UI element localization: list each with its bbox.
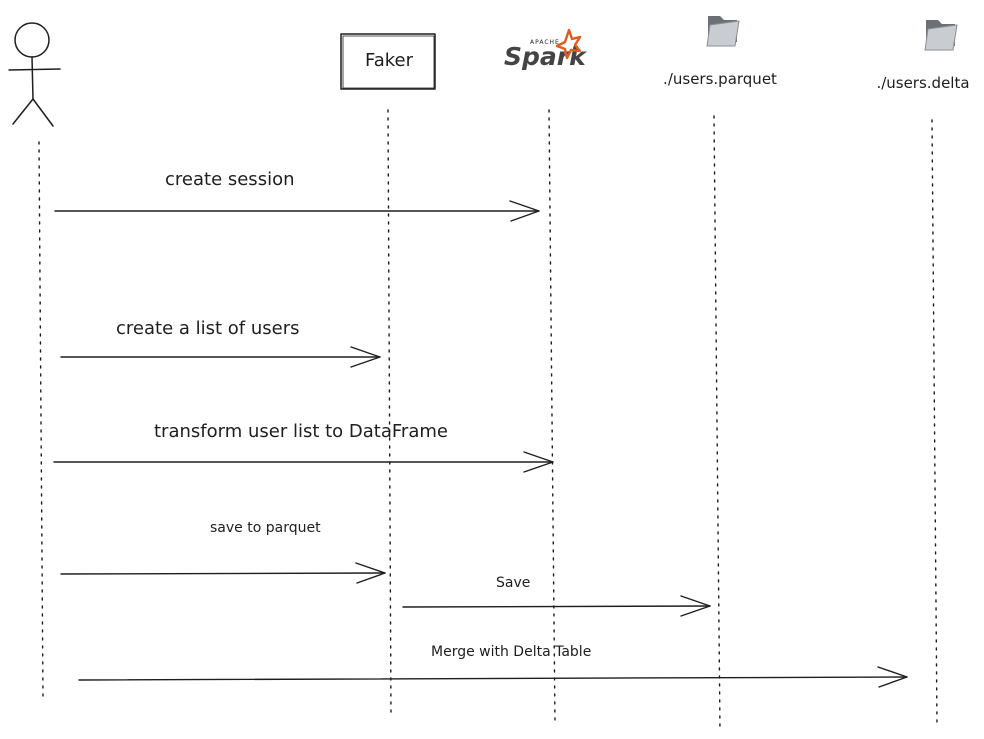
parquet-lifeline — [713, 115, 721, 732]
message-label: create session — [165, 169, 295, 190]
parquet-folder-icon — [706, 16, 740, 47]
message-label: create a list of users — [116, 318, 299, 339]
parquet-label: ./users.parquet — [663, 70, 777, 88]
faker-label: Faker — [365, 50, 414, 71]
actor-stick-figure-icon — [8, 22, 61, 127]
message-merge-delta: Merge with Delta Table — [78, 644, 908, 688]
spark-lifeline — [548, 109, 556, 724]
delta-folder-icon — [924, 20, 958, 51]
parquet-participant: ./users.parquet — [663, 16, 777, 88]
message-transform-to-dataframe: transform user list to DataFrame — [53, 421, 554, 473]
faker-participant: Faker — [340, 33, 436, 90]
delta-participant: ./users.delta — [876, 20, 970, 92]
delta-label: ./users.delta — [876, 74, 969, 92]
delta-lifeline — [931, 119, 938, 726]
spark-logo-small-text: APACHE — [530, 39, 560, 46]
faker-lifeline — [387, 109, 392, 717]
apache-spark-logo: APACHE Spark — [504, 28, 587, 71]
message-save: Save — [402, 575, 711, 617]
spark-logo-text: Spark — [504, 42, 587, 71]
message-label: save to parquet — [210, 520, 321, 536]
message-create-user-list: create a list of users — [60, 318, 381, 368]
actor-lifeline — [38, 141, 44, 698]
message-create-session: create session — [54, 169, 540, 222]
message-label: transform user list to DataFrame — [154, 421, 448, 442]
message-label: Save — [496, 575, 530, 591]
message-save-to-parquet: save to parquet — [60, 520, 386, 584]
message-label: Merge with Delta Table — [431, 644, 591, 660]
spark-star-icon — [555, 28, 582, 60]
